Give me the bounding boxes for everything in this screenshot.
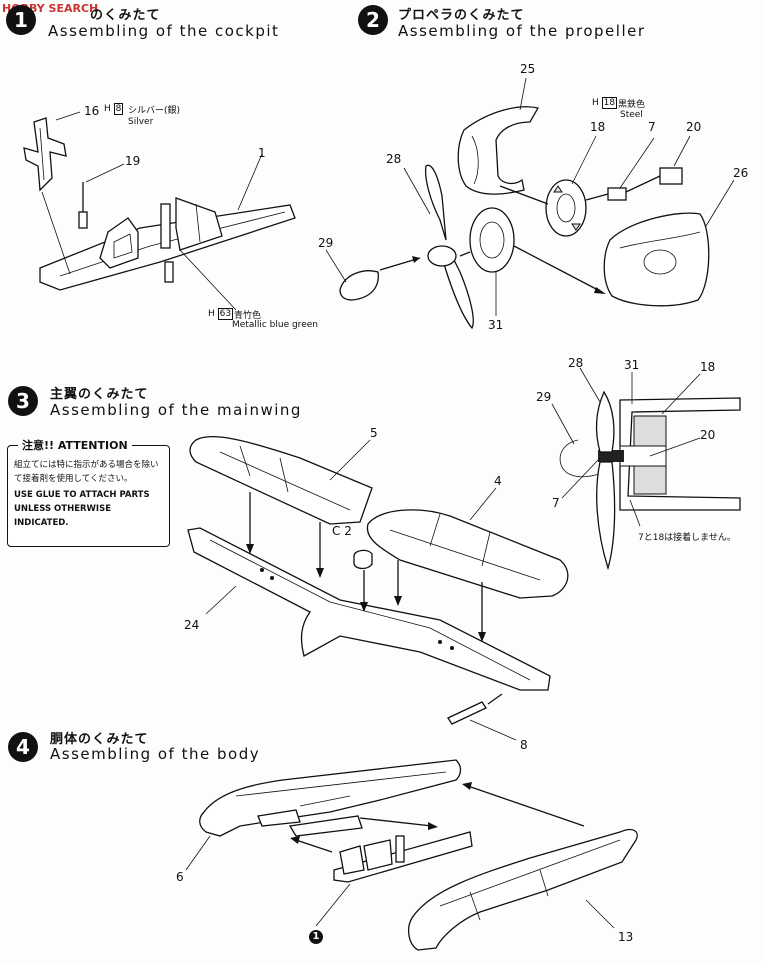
cockpit-part1-label: 1 [258,146,266,160]
step-3-en-title: Assembling of the mainwing [50,401,302,419]
mainwing-part4-label: 4 [494,474,502,488]
step-3-jp-title: 主翼のくみたて [50,387,149,402]
section-part29-label: 29 [536,390,552,404]
step-2-jp-title: プロペラのくみたて [398,8,525,23]
cockpit-h8-en: Silver [128,117,154,127]
body-part1-label: 1 [309,930,323,944]
propeller-part28-label: 28 [386,152,402,166]
attention-title: 注意!! ATTENTION [18,437,132,453]
cockpit-h8-code-box: 8 [113,103,124,115]
body-part6-label: 6 [176,870,184,884]
section-part18-label: 18 [700,360,716,374]
cockpit-drawing [23,111,296,311]
cockpit-h63-code-box: 63 [217,308,234,320]
section-part28-label: 28 [568,356,584,370]
step-4-jp-title: 胴体のくみたて [50,732,149,747]
step-1-number: 1 [6,5,36,35]
propeller-part26-label: 26 [733,166,749,180]
cockpit-h63-en: Metallic blue green [232,320,318,330]
propeller-part20-label: 20 [686,120,702,134]
cockpit-h8-jp: シルバー(銀) [128,106,181,116]
propeller-drawing [325,77,735,330]
attention-box: 注意!! ATTENTION 組立てには特に指示がある場合を除いて接着剤を使用し… [7,437,170,547]
mainwing-drawing [187,435,569,741]
step-2-number: 2 [358,5,388,35]
cockpit-part19-label: 19 [125,154,141,168]
body-drawing [185,759,638,951]
step-2-en-title: Assembling of the propeller [398,22,646,40]
propeller-section-drawing [551,367,741,571]
section-part20-label: 20 [700,428,716,442]
cockpit-h63-code: H 63 [208,308,234,320]
mainwing-part8-label: 8 [520,738,528,752]
propeller-h18-code-box: 18 [601,97,618,109]
section-note: 7と18は接着しません。 [638,533,736,543]
propeller-part7-label: 7 [648,120,656,134]
propeller-part18-label: 18 [590,120,606,134]
mainwing-partC2-label: C 2 [332,524,352,538]
section-part31-label: 31 [624,358,640,372]
step-3-number: 3 [8,386,38,416]
propeller-part31-label: 31 [488,318,504,332]
mainwing-part5-label: 5 [370,426,378,440]
step-1-en-title: Assembling of the cockpit [48,22,280,40]
body-part13-label: 13 [618,930,634,944]
propeller-h18-jp: 黒鉄色 [618,100,646,110]
attention-en-text: USE GLUE TO ATTACH PARTS UNLESS OTHERWIS… [14,490,150,528]
step-4-number: 4 [8,732,38,762]
section-part7-label: 7 [552,496,560,510]
step-4-en-title: Assembling of the body [50,745,261,763]
propeller-part29-label: 29 [318,236,334,250]
propeller-h18-code: H 18 [592,97,618,109]
mainwing-part24-label: 24 [184,618,200,632]
cockpit-part16-label: 16 [84,104,100,118]
propeller-part25-label: 25 [520,62,536,76]
propeller-h18-en: Steel [620,110,643,120]
attention-jp-text: 組立てには特に指示がある場合を除いて接着剤を使用してください。 [14,460,159,484]
cockpit-h63-jp: 青竹色 [234,311,262,321]
step-1-jp-title: のくみたて [90,8,161,23]
cockpit-h8-code: H 8 [104,103,124,115]
